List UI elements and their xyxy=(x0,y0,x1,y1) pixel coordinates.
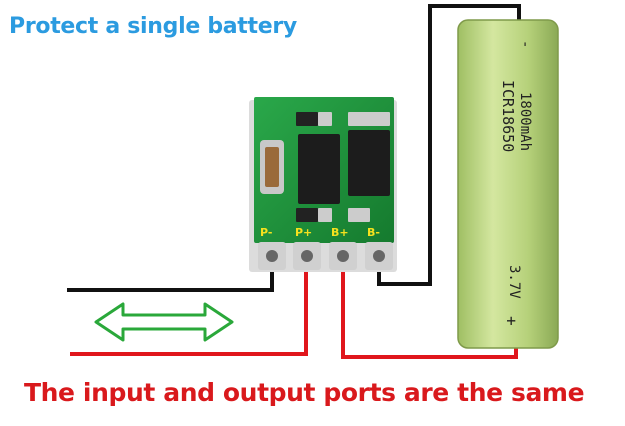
caption: The input and output ports are the same xyxy=(24,378,585,407)
pin-label-p-minus: P- xyxy=(260,226,272,239)
protection-board: P- P+ B+ B- xyxy=(249,97,397,272)
mosfet-chip-icon xyxy=(298,134,340,204)
battery-model: ICR18650 xyxy=(499,80,517,152)
battery-voltage: 3.7V xyxy=(506,265,522,299)
battery-18650: - ICR18650 1800mAh 3.7V + xyxy=(457,19,559,349)
battery-neg-mark: - xyxy=(517,40,533,48)
battery-pos-mark: + xyxy=(502,316,521,326)
battery-capacity: 1800mAh xyxy=(517,92,533,151)
protection-ic-icon xyxy=(348,130,390,196)
pin-label-b-minus: B- xyxy=(367,226,380,239)
pin-label-p-plus: P+ xyxy=(295,226,312,239)
double-arrow-icon xyxy=(94,302,234,342)
wire-b-plus xyxy=(341,255,518,359)
page-title: Protect a single battery xyxy=(9,14,297,39)
wire-p-minus xyxy=(67,255,274,292)
pin-label-b-plus: B+ xyxy=(331,226,349,239)
wire-b-minus xyxy=(377,4,521,286)
wire-p-plus xyxy=(70,255,308,356)
